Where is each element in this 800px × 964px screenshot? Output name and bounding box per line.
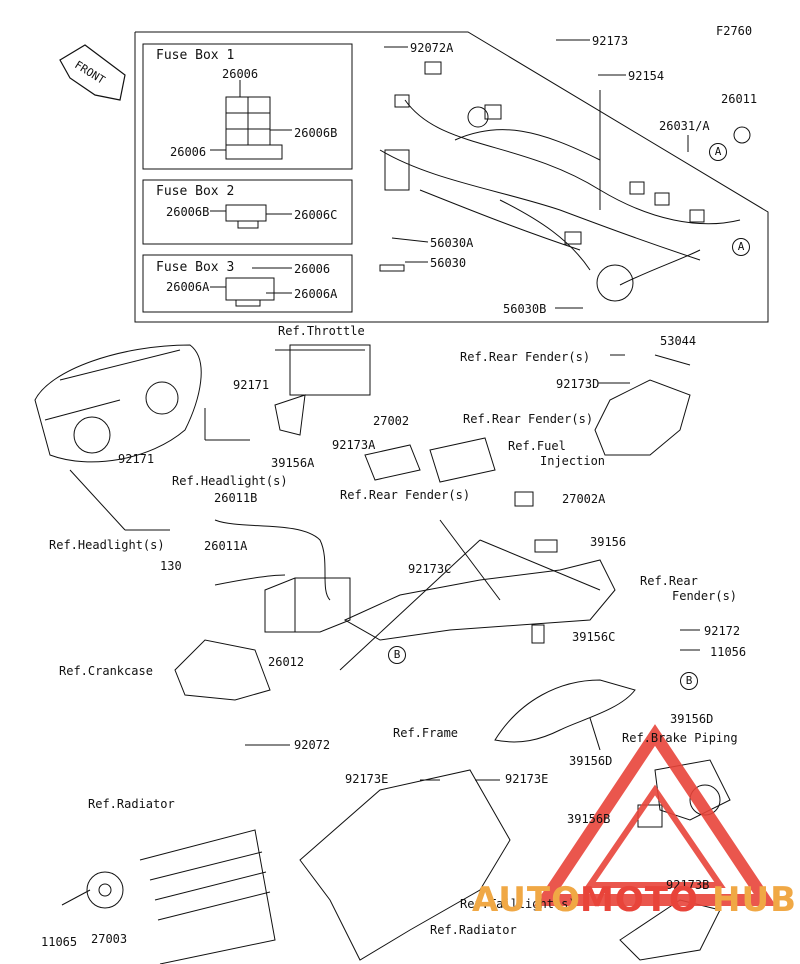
ref-label: Fender(s) (672, 589, 738, 603)
part-label: 92072 (294, 738, 331, 752)
part-label: 92173C (408, 562, 452, 576)
figure-code: F2760 (716, 24, 753, 38)
part-label: 27002 (373, 414, 410, 428)
ref-label: Ref.Headlight(s) (172, 474, 288, 488)
part-label: 92173E (505, 772, 549, 786)
ref-label: Ref.Radiator (430, 923, 517, 937)
part-label: 92172 (704, 624, 741, 638)
part-label: 92171 (233, 378, 270, 392)
part-label: 39156 (590, 535, 627, 549)
part-label: 39156A (271, 456, 315, 470)
part-label: 92072A (410, 41, 454, 55)
part-label: 39156D (670, 712, 714, 726)
fuse-box-1-part: 26006 (170, 145, 207, 159)
part-label: 92154 (628, 69, 665, 83)
fuse-box-3-part: 26006A (166, 280, 210, 294)
part-label: 53044 (660, 334, 697, 348)
ref-label: Ref.Rear Fender(s) (340, 488, 471, 502)
part-label: 26011B (214, 491, 258, 505)
ref-label: Injection (540, 454, 606, 468)
part-label: 27003 (91, 932, 128, 946)
fuse-box-3-part: 26006 (294, 262, 331, 276)
reference-marker-a: A (709, 143, 727, 161)
fuse-box-1-title: Fuse Box 1 (156, 48, 235, 63)
part-label: 26011 (721, 92, 758, 106)
part-label: 92173D (556, 377, 600, 391)
ref-label: Ref.Fuel (508, 439, 566, 453)
fuse-box-3-part: 26006A (294, 287, 338, 301)
fuse-box-2-title: Fuse Box 2 (156, 184, 235, 199)
part-label: 56030B (503, 302, 547, 316)
part-label: 92171 (118, 452, 155, 466)
part-label: 27002A (562, 492, 606, 506)
front-arrow-icon (59, 44, 126, 101)
ref-label: Ref.Headlight(s) (49, 538, 165, 552)
part-label: 130 (160, 559, 182, 573)
part-label: 11056 (710, 645, 747, 659)
part-label: 56030A (430, 236, 474, 250)
part-label: 26031/A (659, 119, 710, 133)
watermark-text-mid: MOTO (580, 880, 699, 920)
part-label: 92173E (345, 772, 389, 786)
ref-label: Ref.Taillight(s) (460, 897, 576, 911)
part-label: 11065 (41, 935, 78, 949)
part-label: 39156B (567, 812, 611, 826)
fuse-box-3-title: Fuse Box 3 (156, 260, 235, 275)
fuse-box-2-part: 26006C (294, 208, 338, 222)
reference-marker-b: B (680, 672, 698, 690)
watermark-logo-icon (533, 724, 777, 906)
part-label: 92173B (666, 878, 710, 892)
ref-label: Ref.Crankcase (59, 664, 153, 678)
ref-label: Ref.Radiator (88, 797, 175, 811)
reference-marker-a: A (732, 238, 750, 256)
part-label: 56030 (430, 256, 467, 270)
ref-label: Ref.Rear Fender(s) (460, 350, 591, 364)
fuse-box-2-part: 26006B (166, 205, 210, 219)
ref-label: Ref.Frame (393, 726, 459, 740)
ref-label: Ref.Rear (640, 574, 698, 588)
part-label: 26011A (204, 539, 248, 553)
part-label: 26012 (268, 655, 305, 669)
part-label: 39156D (569, 754, 613, 768)
watermark-text-right: HUB (712, 880, 797, 920)
reference-marker-b: B (388, 646, 406, 664)
ref-label: Ref.Brake Piping (622, 731, 738, 745)
part-label: 92173 (592, 34, 629, 48)
part-label: 39156C (572, 630, 616, 644)
ref-label: Ref.Throttle (278, 324, 365, 338)
watermark-text-left: AUTO (472, 880, 581, 920)
fuse-box-1-part: 26006 (222, 67, 259, 81)
ref-label: Ref.Rear Fender(s) (463, 412, 594, 426)
part-label: 92173A (332, 438, 376, 452)
fuse-box-1-part: 26006B (294, 126, 338, 140)
